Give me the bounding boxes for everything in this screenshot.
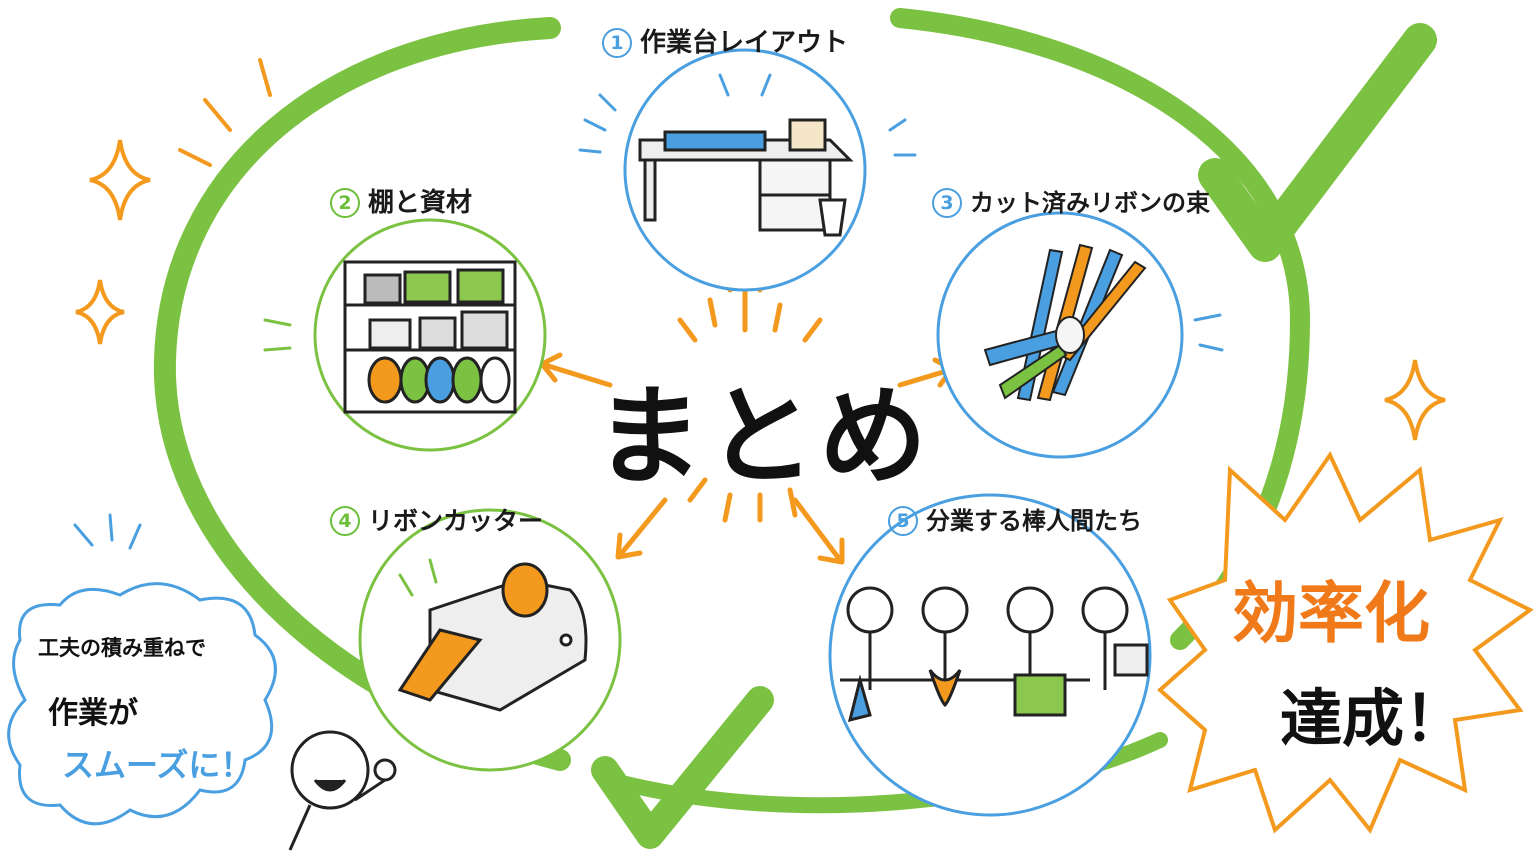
checkmark-icon (1198, 23, 1437, 262)
cloud-line-1: 工夫の積み重ねで (38, 636, 206, 660)
item-label-3: 3 カット済みリボンの束 (932, 188, 1210, 218)
item-number-5: 5 (888, 506, 918, 536)
item-text-3: カット済みリボンの束 (970, 189, 1210, 217)
cloud-line-2: 作業が (48, 696, 138, 731)
cheering-figure-icon (288, 730, 397, 851)
cloud-line-3: スムーズに！ (62, 746, 253, 784)
item-text-2: 棚と資材 (368, 188, 473, 218)
ribbon-bundle-icon (983, 243, 1147, 402)
desk-icon (638, 118, 854, 237)
item-label-4: 4 リボンカッター (330, 506, 543, 536)
spark-lines (178, 58, 272, 167)
green-rays (263, 318, 438, 597)
item-number-4: 4 (330, 506, 360, 536)
ribbon-cutter-icon (397, 562, 588, 712)
blue-rays (73, 73, 1224, 550)
stick-figures-icon (840, 586, 1149, 723)
shelf-icon (343, 260, 517, 414)
result-line-2: 達成！ (1280, 682, 1467, 755)
item-label-1: 1 作業台レイアウト (602, 28, 848, 58)
speech-cloud (7, 582, 277, 826)
center-title: まとめ (595, 375, 932, 500)
checkmark-icon (591, 686, 774, 849)
item-text-1: 作業台レイアウト (640, 28, 849, 58)
item-label-2: 2 棚と資材 (330, 188, 472, 218)
item-number-2: 2 (330, 188, 360, 218)
item-label-5: 5 分業する棒人間たち (888, 506, 1142, 536)
item-number-1: 1 (602, 28, 632, 58)
sparkle-icon (75, 139, 1446, 441)
result-line-1: 効率化 (1232, 575, 1430, 652)
item-number-3: 3 (932, 188, 962, 218)
item-text-4: リボンカッター (368, 506, 544, 536)
burst-shape (1156, 450, 1534, 834)
item-text-5: 分業する棒人間たち (926, 507, 1142, 535)
item-circle-5 (828, 493, 1152, 817)
